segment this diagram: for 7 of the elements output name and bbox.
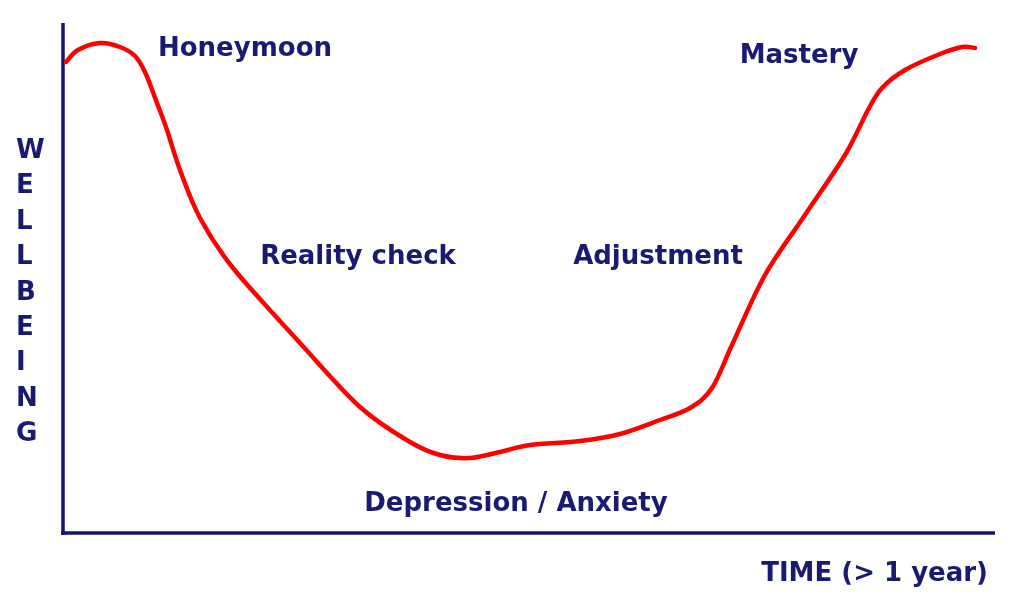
- phase-label: Depression / Anxiety: [364, 487, 668, 519]
- phase-label: Honeymoon: [158, 32, 332, 64]
- axis-title: TIME (> 1 year): [761, 557, 988, 589]
- axis-title: WELLBEING: [16, 133, 44, 450]
- phase-label: Adjustment: [573, 240, 743, 272]
- phase-label: Mastery: [739, 39, 859, 71]
- phase-label: Reality check: [260, 240, 456, 272]
